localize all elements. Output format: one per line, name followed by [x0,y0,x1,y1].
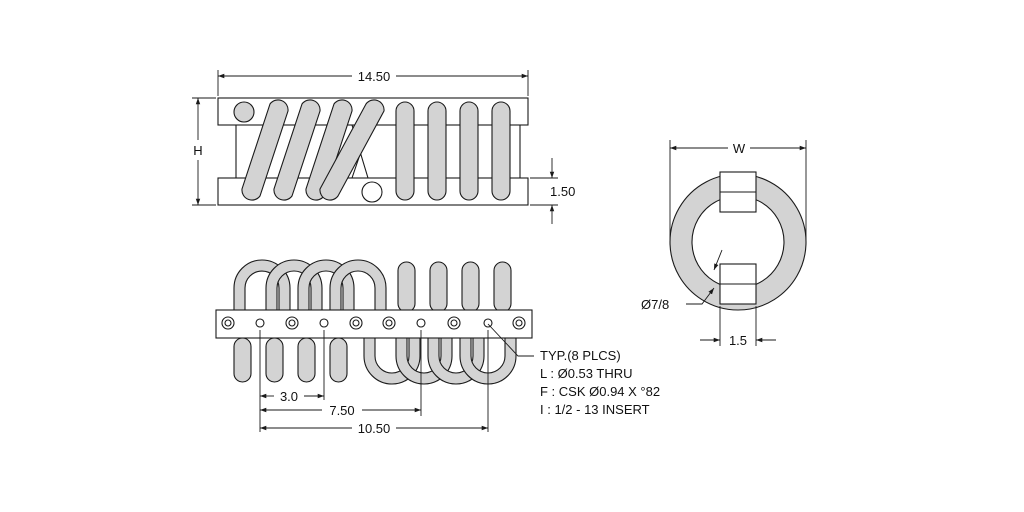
dim-side-bar-width-label: 1.5 [729,333,747,348]
dim-spacing-7-50: 7.50 [260,403,421,418]
dim-side-width: W [669,140,807,240]
countersunk-hole [285,316,299,330]
cable-end-top [233,101,255,123]
dim-spacing-3-label: 3.0 [280,389,298,404]
dim-width-front: 14.50 [217,69,529,96]
thru-hole [319,318,329,328]
upper-loops [233,259,512,313]
dim-height-label: H [193,143,202,158]
dim-cable-diameter-label: Ø7/8 [641,297,669,312]
front-slanted-coils [241,99,385,201]
dim-height-front: H [192,97,216,206]
side-view: W Ø7/8 1.5 [641,140,807,348]
dim-spacing-3: 3.0 [260,389,324,404]
callout-line-2: L : Ø0.53 THRU [540,366,632,381]
hole-callout: TYP.(8 PLCS) L : Ø0.53 THRU F : CSK Ø0.9… [540,348,660,417]
dim-bar-thickness: 1.50 [530,158,575,224]
dim-cable-diameter: Ø7/8 [641,249,723,312]
callout-line-3: F : CSK Ø0.94 X °82 [540,384,660,399]
hole-callout-leader [487,323,534,357]
dim-spacing-10-50: 10.50 [260,421,488,436]
thru-hole [416,318,426,328]
countersunk-hole [447,316,461,330]
countersunk-hole [512,316,526,330]
dim-bar-thickness-label: 1.50 [550,184,575,199]
front-straight-coils [395,101,511,201]
bottom-view: 3.0 7.50 10.50 TYP.(8 PLCS) L : Ø0.53 TH… [215,259,660,436]
dim-width-label: 14.50 [358,69,391,84]
callout-line-1: TYP.(8 PLCS) [540,348,621,363]
spacing-extension-lines [259,330,489,432]
side-top-block [719,171,757,213]
front-view: 14.50 H 1.50 [192,69,575,224]
dim-spacing-7-50-label: 7.50 [329,403,354,418]
dim-spacing-10-50-label: 10.50 [358,421,391,436]
cable-end-bottom [361,181,383,203]
bottom-view-bar [215,309,533,339]
dim-side-width-label: W [733,141,746,156]
thru-hole [255,318,265,328]
countersunk-hole [221,316,235,330]
callout-line-4: I : 1/2 - 13 INSERT [540,402,650,417]
lower-loops [363,337,517,385]
mounting-holes [221,316,526,330]
lower-legs [233,337,348,383]
thru-hole [483,318,493,328]
dim-side-bar-width: 1.5 [700,306,776,348]
side-bottom-block [719,263,757,305]
countersunk-hole [382,316,396,330]
countersunk-hole [349,316,363,330]
